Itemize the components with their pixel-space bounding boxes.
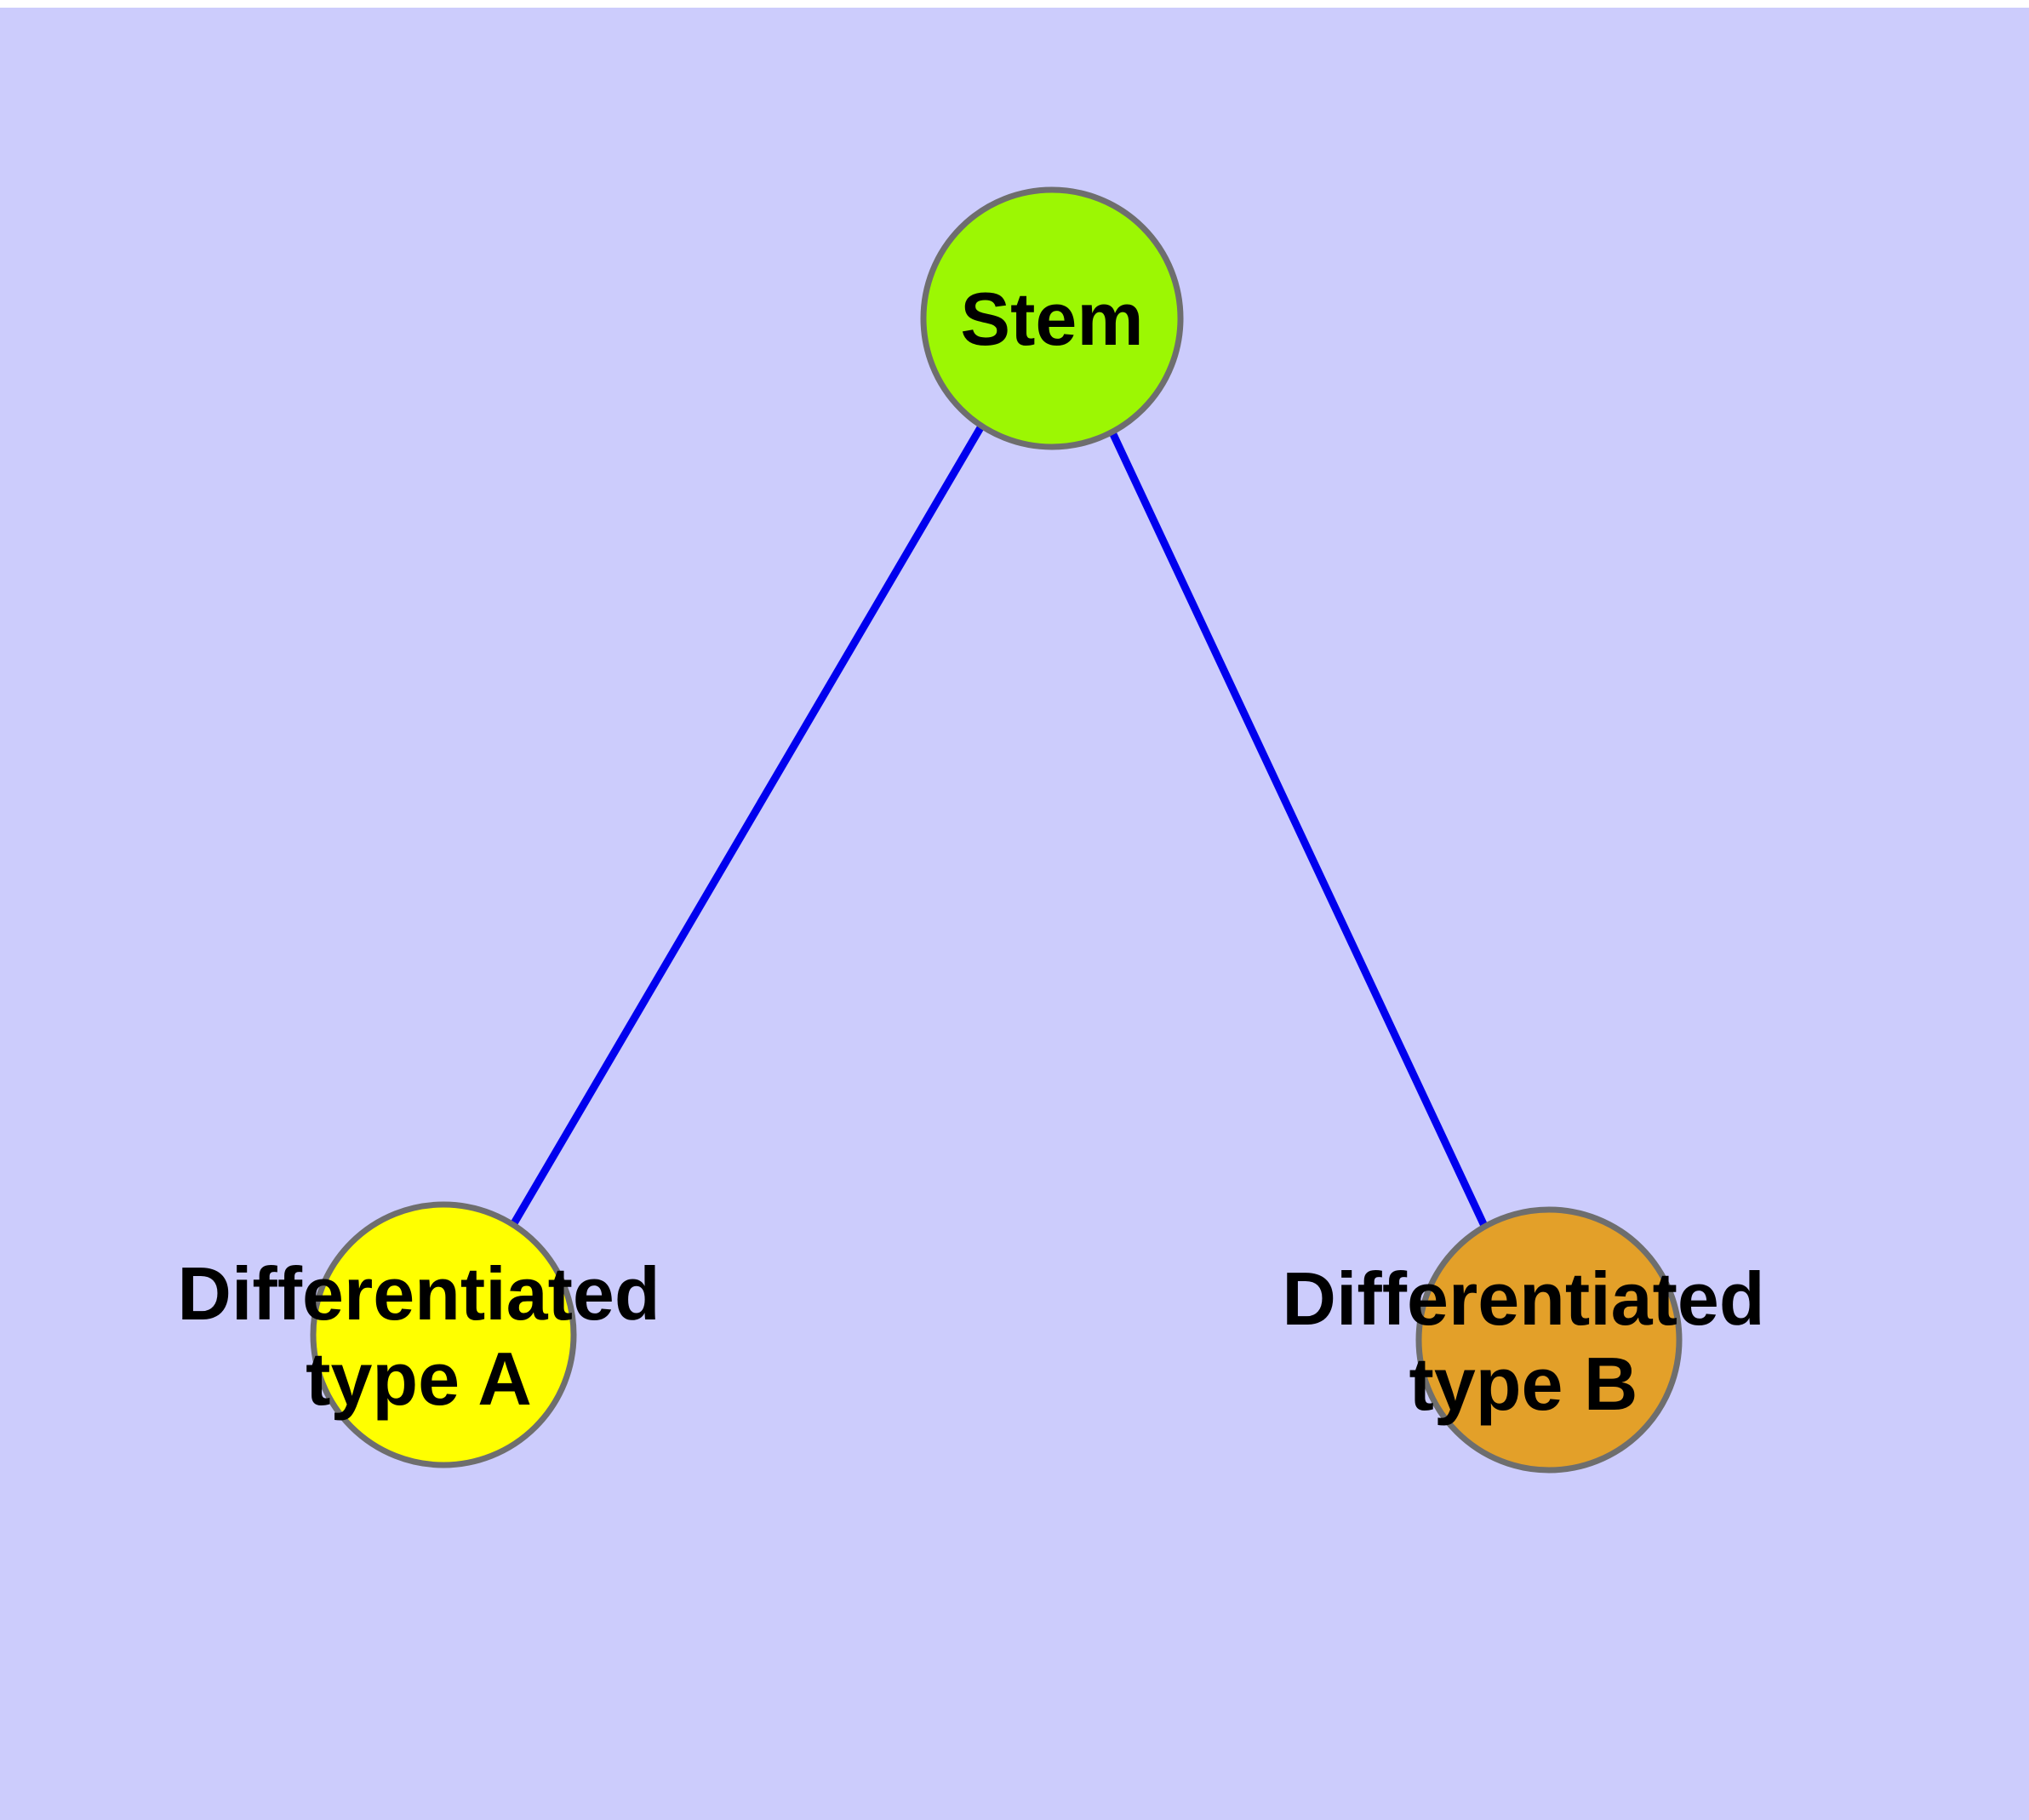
edges-group <box>511 422 1489 1228</box>
node-label-line: Stem <box>960 277 1143 361</box>
node-label-line: type A <box>306 1336 532 1421</box>
node-differentiated-type-a[interactable] <box>310 1201 577 1468</box>
node-label-stem: Stem <box>960 277 1143 361</box>
node-label-line: type B <box>1409 1342 1638 1426</box>
edge-stem-to-differentiated-type-a[interactable] <box>511 422 986 1226</box>
nodes-group <box>310 186 1683 1474</box>
node-stem[interactable] <box>920 186 1184 450</box>
edge-stem-to-differentiated-type-b[interactable] <box>1108 431 1489 1228</box>
node-label-line: Differentiated <box>1282 1256 1764 1341</box>
node-differentiated-type-b[interactable] <box>1415 1206 1683 1474</box>
node-label-line: Differentiated <box>177 1251 660 1336</box>
